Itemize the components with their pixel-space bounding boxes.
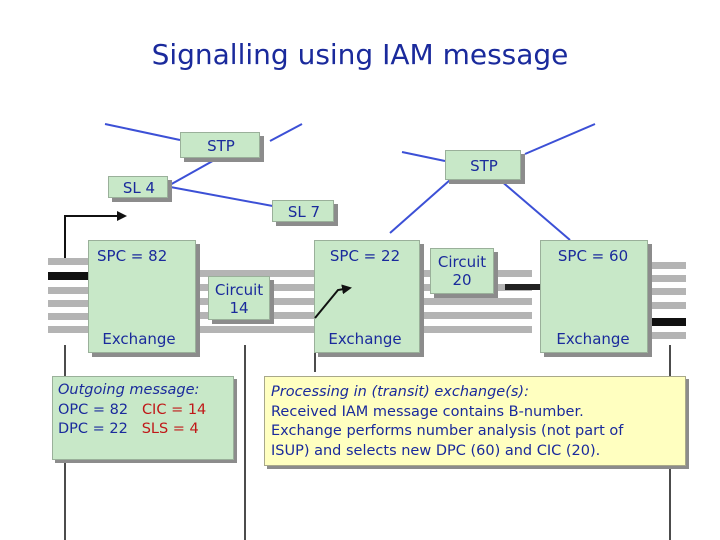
- outgoing-line-1: OPC = 82 CIC = 14: [58, 401, 206, 421]
- exchange-3-spc: SPC = 60: [557, 247, 629, 265]
- sl-7-box: SL 7: [272, 200, 334, 222]
- processing-line-3: ISUP) and selects new DPC (60) and CIC (…: [271, 442, 601, 459]
- circuit-14-line1: Circuit: [214, 281, 264, 299]
- exchange-2-label: Exchange: [328, 330, 402, 348]
- stp-box-1: STP: [180, 132, 260, 158]
- circuit-20-box: Circuit 20: [430, 248, 494, 294]
- link-sl7-stp2: [389, 179, 451, 234]
- stp-label-2: STP: [470, 157, 498, 175]
- sl-7-label: SL 7: [287, 203, 321, 221]
- exchange-spc-60: SPC = 60 Exchange: [540, 240, 648, 353]
- link-stp1-sl4: [167, 157, 219, 187]
- trunks-right: [648, 262, 686, 339]
- circuit-20-line1: Circuit: [437, 253, 487, 271]
- link-stp1-left: [104, 123, 181, 141]
- circuit-14-box: Circuit 14: [208, 276, 270, 320]
- outgoing-heading: Outgoing message:: [58, 382, 200, 398]
- page-title: Signalling using IAM message: [151, 38, 569, 71]
- outgoing-message-note: Outgoing message: OPC = 82 CIC = 14 DPC …: [52, 376, 234, 460]
- outgoing-opc: OPC = 82: [58, 401, 129, 418]
- outgoing-dpc: DPC = 22: [58, 421, 128, 437]
- processing-line-2: Exchange performs number analysis (not p…: [271, 423, 624, 439]
- trunks-left: [48, 258, 88, 333]
- exchange-spc-82: SPC = 82 Exchange: [88, 240, 196, 353]
- circuit-20-line2: 20: [452, 271, 472, 289]
- exchange-2-spc: SPC = 22: [329, 247, 401, 265]
- stp-label-1: STP: [207, 137, 235, 155]
- processing-line-1: Received IAM message contains B-number.: [271, 403, 584, 420]
- link-stp1-right: [269, 123, 303, 142]
- link-stp2-left: [401, 151, 446, 162]
- exchange-1-label: Exchange: [102, 330, 176, 348]
- exchange-1-spc: SPC = 82: [97, 247, 168, 265]
- link-stp2-right: [524, 123, 596, 155]
- arrow-incoming-iam: [314, 284, 352, 319]
- sl-4-label: SL 4: [122, 179, 156, 197]
- outgoing-sls: SLS = 4: [141, 421, 199, 437]
- stp-box-2: STP: [445, 150, 521, 180]
- outgoing-line-2: DPC = 22 SLS = 4: [58, 420, 206, 440]
- exchange-3-label: Exchange: [556, 330, 630, 348]
- circuit-14-line2: 14: [229, 299, 249, 317]
- processing-heading: Processing in (transit) exchange(s):: [271, 384, 529, 400]
- link-sl4: [164, 185, 279, 208]
- processing-note: Processing in (transit) exchange(s): Rec…: [264, 376, 686, 466]
- arrow-outgoing-iam: [64, 211, 127, 258]
- sl-4-box: SL 4: [108, 176, 168, 198]
- outgoing-cic: CIC = 14: [141, 401, 207, 418]
- link-stp2-spc60: [499, 179, 571, 241]
